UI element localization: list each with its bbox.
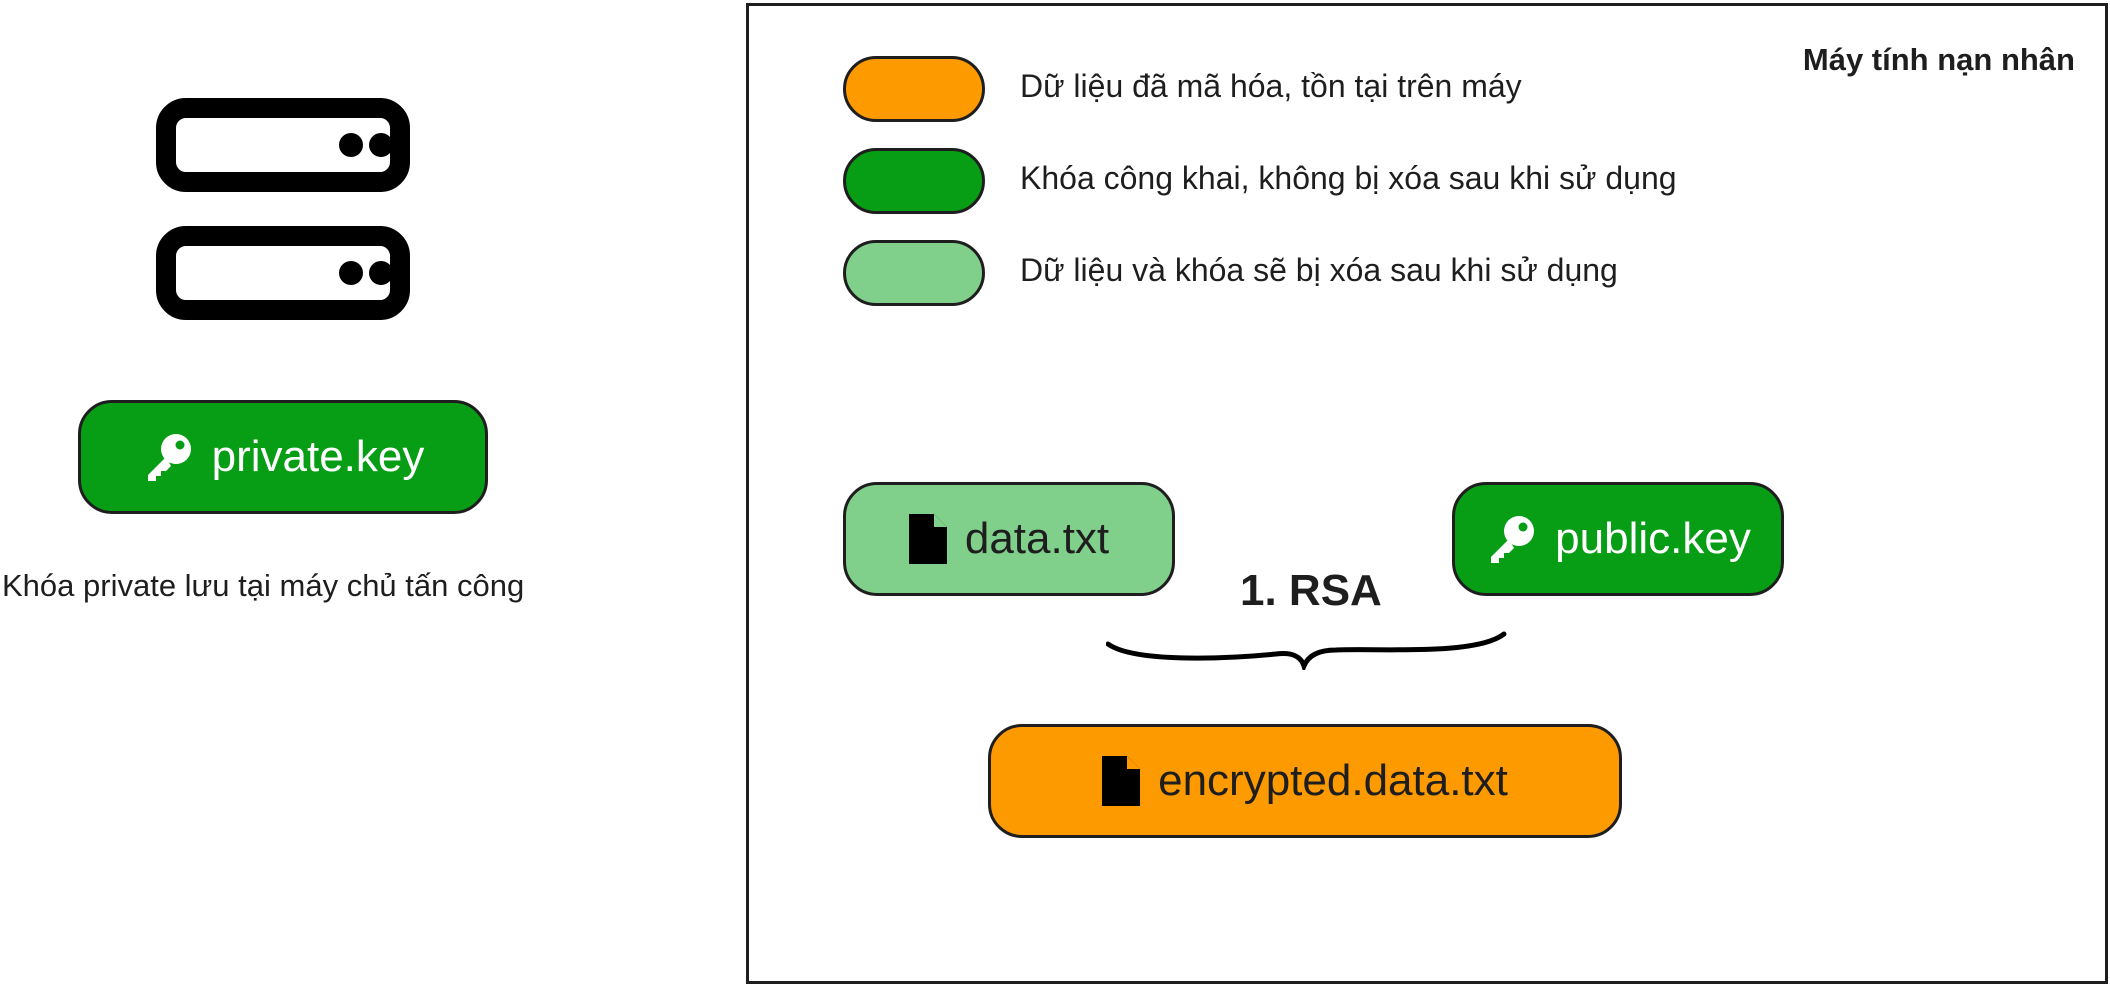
server-led (339, 133, 363, 157)
file-icon (908, 514, 947, 564)
legend-text-encrypted: Dữ liệu đã mã hóa, tồn tại trên máy (1020, 68, 1522, 104)
public-key-box: public.key (1452, 482, 1784, 596)
legend-swatch-temporary (843, 240, 985, 306)
server-led (369, 261, 393, 285)
file-icon (1102, 756, 1141, 806)
attacker-caption: Khóa private lưu tại máy chủ tấn công (2, 568, 525, 603)
encrypted-file-label: encrypted.data.txt (1158, 756, 1508, 805)
encrypted-file-box: encrypted.data.txt (988, 724, 1622, 838)
key-icon (142, 431, 194, 483)
curly-brace (1106, 631, 1507, 670)
server-led (369, 133, 393, 157)
data-file-label: data.txt (964, 514, 1110, 563)
key-icon (1485, 513, 1537, 565)
private-key-box: private.key (78, 400, 488, 514)
rsa-operation-label: 1. RSA (1240, 566, 1382, 615)
data-file-box: data.txt (843, 482, 1175, 596)
server-unit-top (156, 98, 410, 192)
private-key-label: private.key (211, 432, 425, 481)
server-unit-bottom (156, 226, 410, 320)
victim-machine-frame: Máy tính nạn nhân (746, 3, 2108, 984)
server-led (339, 261, 363, 285)
legend-swatch-public (843, 148, 985, 214)
legend-text-temporary: Dữ liệu và khóa sẽ bị xóa sau khi sử dụn… (1020, 252, 1618, 288)
legend-text-public: Khóa công khai, không bị xóa sau khi sử … (1020, 160, 1677, 196)
legend-swatch-encrypted (843, 56, 985, 122)
public-key-label: public.key (1555, 514, 1751, 563)
frame-title: Máy tính nạn nhân (1802, 42, 2075, 77)
